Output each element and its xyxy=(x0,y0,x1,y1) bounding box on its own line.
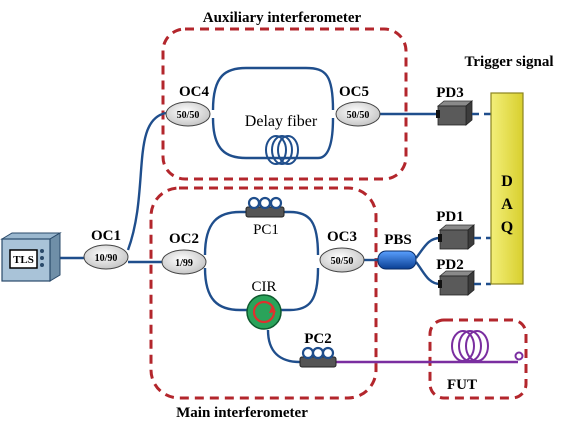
oc1-ratio: 10/90 xyxy=(95,253,118,264)
oc5-ratio: 50/50 xyxy=(347,110,370,121)
fiber-aux-lower-arm xyxy=(211,117,335,160)
circulator xyxy=(246,294,282,330)
fiber-pbs-pd2 xyxy=(415,261,441,286)
main-interferometer-box xyxy=(149,186,378,400)
oc1-coupler xyxy=(83,244,129,270)
pd3-label: PD3 xyxy=(436,85,464,101)
cir-label: CIR xyxy=(251,279,276,295)
pd2-detector xyxy=(438,270,476,296)
pbs-label: PBS xyxy=(384,232,412,248)
daq-letter-q: Q xyxy=(501,219,513,236)
oc5-label: OC5 xyxy=(339,84,369,100)
fiber-aux-upper-arm xyxy=(211,66,335,111)
pc2-controller xyxy=(299,346,337,368)
main-title: Main interferometer xyxy=(176,405,308,421)
pc1-label: PC1 xyxy=(253,222,279,238)
trigger-signal-label: Trigger signal xyxy=(464,54,553,70)
oc3-coupler xyxy=(319,247,365,273)
oc3-label: OC3 xyxy=(327,229,357,245)
oc2-ratio: 1/99 xyxy=(175,258,193,269)
daq-box xyxy=(490,92,524,285)
oc4-ratio: 50/50 xyxy=(177,110,200,121)
oc4-coupler xyxy=(165,101,211,127)
auxiliary-title: Auxiliary interferometer xyxy=(203,10,362,26)
oc1-label: OC1 xyxy=(91,228,121,244)
delay-fiber-label: Delay fiber xyxy=(245,113,318,130)
fut-coil xyxy=(451,330,524,362)
fiber-pbs-pd1 xyxy=(415,236,441,259)
fut-box xyxy=(428,318,528,400)
oc3-ratio: 50/50 xyxy=(331,256,354,267)
pc1-controller xyxy=(245,196,285,218)
pd3-detector xyxy=(436,100,474,126)
fut-label: FUT xyxy=(447,377,477,393)
oc4-label: OC4 xyxy=(179,84,210,100)
oc2-coupler xyxy=(161,249,207,275)
oc5-coupler xyxy=(335,101,381,127)
delay-fiber-coil xyxy=(265,135,299,165)
daq-letter-a: A xyxy=(501,196,513,213)
oc2-label: OC2 xyxy=(169,231,199,247)
pc2-label: PC2 xyxy=(304,331,332,347)
fiber-cir-pc2 xyxy=(266,329,301,364)
tls-label: TLS xyxy=(13,254,34,266)
daq-letter-d: D xyxy=(501,173,513,190)
pd1-detector xyxy=(438,224,476,250)
pd1-label: PD1 xyxy=(436,209,464,225)
pd2-label: PD2 xyxy=(436,257,464,273)
tls-laser xyxy=(0,232,62,282)
pbs xyxy=(377,250,417,270)
fiber-oc1-oc4 xyxy=(126,111,167,251)
auxiliary-interferometer-box xyxy=(161,27,408,181)
